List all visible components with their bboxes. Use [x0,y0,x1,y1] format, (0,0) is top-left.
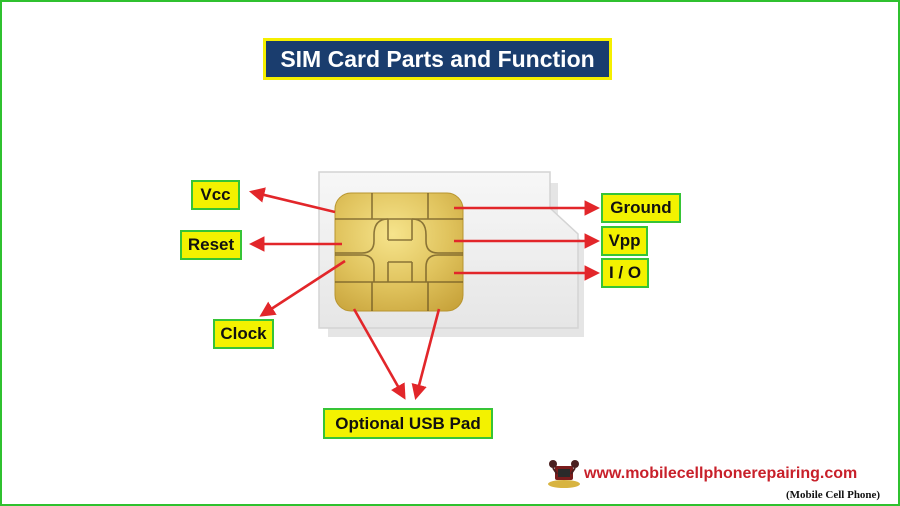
arrow-usb-right [411,308,441,401]
label-clock: Clock [213,319,274,349]
website-subtitle: (Mobile Cell Phone) [786,489,881,501]
label-io: I / O [601,258,649,288]
sim-chip [334,192,464,312]
diagram-title: SIM Card Parts and Function [263,38,612,80]
arrow-vcc [248,187,336,214]
label-reset: Reset [180,230,242,260]
repair-logo-icon [548,460,580,488]
label-vpp: Vpp [601,226,648,256]
label-optional-usb-pad: Optional USB Pad [323,408,493,439]
label-vcc: Vcc [191,180,240,210]
arrow-usb-left [352,308,406,400]
label-ground: Ground [601,193,681,223]
website-link[interactable]: www.mobilecellphonerepairing.com [584,465,858,482]
arrow-clock [259,259,346,317]
